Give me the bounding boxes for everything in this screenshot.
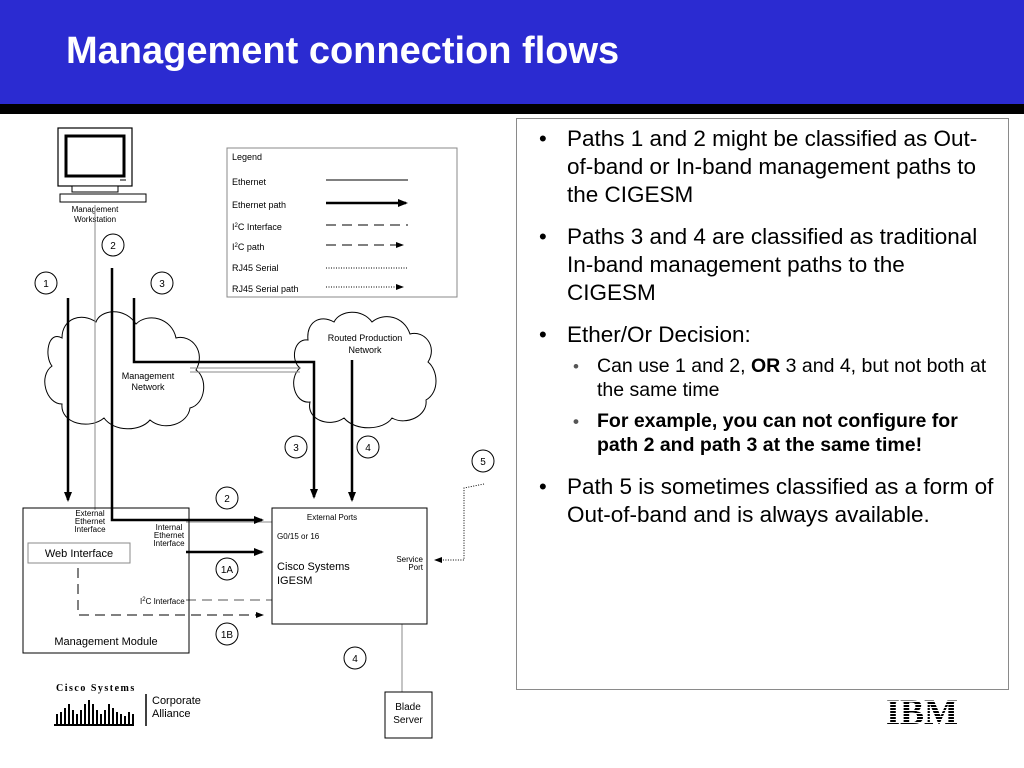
web-interface-label: Web Interface (45, 548, 113, 560)
legend-ethernet: Ethernet (232, 177, 267, 187)
cisco-corporate-alliance-logo: Cisco Systems Corporate Alliance (54, 683, 201, 726)
bullet-panel: • Paths 1 and 2 might be classified as O… (516, 118, 1009, 690)
bullet-dot-icon: • (539, 126, 547, 151)
blade-server-box (384, 691, 433, 739)
path-1b-line (77, 568, 264, 618)
management-module-label: Management Module (54, 636, 157, 648)
header-rule (0, 104, 1024, 114)
svg-text:1B: 1B (221, 630, 234, 641)
path-2-line (110, 268, 264, 524)
bullet-dot-icon: • (539, 322, 547, 347)
svg-text:3: 3 (293, 443, 299, 454)
path-5-line (434, 483, 485, 563)
path-badge-2-top: 2 (101, 233, 125, 257)
path-3-line (132, 298, 318, 499)
legend-i2c-interface: I2C Interface (232, 222, 282, 232)
internal-ethernet-label-2: Ethernet (154, 531, 185, 540)
path-badge-4-low: 4 (343, 646, 367, 670)
cisco-brand-text: Cisco Systems (56, 683, 136, 694)
svg-text:5: 5 (480, 457, 486, 468)
bullet-path-5: • Path 5 is sometimes classified as a fo… (539, 474, 994, 527)
corporate-alliance-1: Corporate (152, 695, 201, 707)
svg-text:2: 2 (110, 241, 116, 252)
bullet-paths-3-4: • Paths 3 and 4 are classified as tradit… (539, 224, 978, 305)
web-interface-box (27, 542, 131, 564)
management-network-cloud (44, 311, 205, 430)
routed-network-label-2: Network (348, 345, 382, 355)
sub-bullet-example: • For example, you can not configure for… (573, 410, 958, 456)
external-ethernet-label-3: Interface (74, 525, 106, 534)
internal-ethernet-label-3: Interface (153, 539, 185, 548)
corporate-alliance-2: Alliance (152, 708, 191, 720)
workstation-icon (57, 127, 147, 203)
path-badge-5: 5 (471, 449, 495, 473)
bullet-dot-icon: • (539, 224, 547, 249)
sub-bullet-dot-icon: • (573, 412, 579, 431)
external-ports-label: External Ports (307, 513, 357, 522)
path-badge-1a: 1A (215, 557, 239, 581)
svg-text:2: 2 (224, 494, 230, 505)
slide-title: Management connection flows (66, 30, 620, 72)
sub-bullet-choice: • Can use 1 and 2, OR 3 and 4, but not b… (573, 355, 987, 401)
legend-title: Legend (232, 152, 262, 162)
svg-text:1: 1 (43, 279, 49, 290)
blade-server-label-2: Server (393, 715, 423, 726)
service-port-label-1: Service (396, 555, 423, 564)
management-module-box (22, 507, 190, 654)
cisco-bars-icon (54, 700, 134, 726)
external-ethernet-label-1: External (75, 509, 105, 518)
management-network-label-1: Management (122, 371, 175, 381)
bullet-dot-icon: • (539, 474, 547, 499)
path-badge-1b: 1B (215, 622, 239, 646)
service-port-label-2: Port (408, 563, 423, 572)
svg-text:4: 4 (365, 443, 371, 454)
legend: Legend Ethernet Ethernet path I2C Interf… (226, 147, 458, 298)
ports-label: G0/15 or 16 (277, 532, 320, 541)
legend-rj45-serial: RJ45 Serial (232, 263, 279, 273)
ibm-logo: IBM (886, 692, 958, 730)
path-badge-1: 1 (34, 271, 58, 295)
mgmt-i2c-interface-label: I2C Interface (140, 597, 185, 606)
management-flow-diagram: Management Workstation Legend Ethernet E… (22, 127, 495, 739)
legend-rj45-serial-path: RJ45 Serial path (232, 284, 299, 294)
blade-server-label-1: Blade (395, 702, 421, 713)
svg-text:4: 4 (352, 654, 358, 665)
bullet-either-or: • Ether/Or Decision: • Can use 1 and 2, … (531, 321, 996, 457)
title-bar: Management connection flows (0, 0, 1024, 104)
igesm-box (271, 507, 428, 625)
igesm-name-1: Cisco Systems (277, 561, 350, 573)
internal-ethernet-label-1: Internal (156, 523, 183, 532)
ibm-text: IBM (886, 692, 958, 730)
routed-network-cloud (293, 311, 437, 429)
external-ethernet-label-2: Ethernet (75, 517, 106, 526)
path-badge-3-top: 3 (150, 271, 174, 295)
svg-text:3: 3 (159, 279, 165, 290)
bullet-paths-1-2: • Paths 1 and 2 might be classified as O… (539, 126, 978, 207)
management-network-label-2: Network (131, 382, 165, 392)
legend-i2c-path: I2C path (232, 242, 264, 252)
svg-text:1A: 1A (221, 565, 234, 576)
path-badge-3-mid: 3 (284, 435, 308, 459)
path-badge-4-mid: 4 (356, 435, 380, 459)
sub-bullet-dot-icon: • (573, 357, 579, 376)
path-badge-2-low: 2 (215, 486, 239, 510)
legend-ethernet-path: Ethernet path (232, 200, 286, 210)
routed-network-label-1: Routed Production (328, 333, 403, 343)
igesm-name-2: IGESM (277, 575, 312, 587)
